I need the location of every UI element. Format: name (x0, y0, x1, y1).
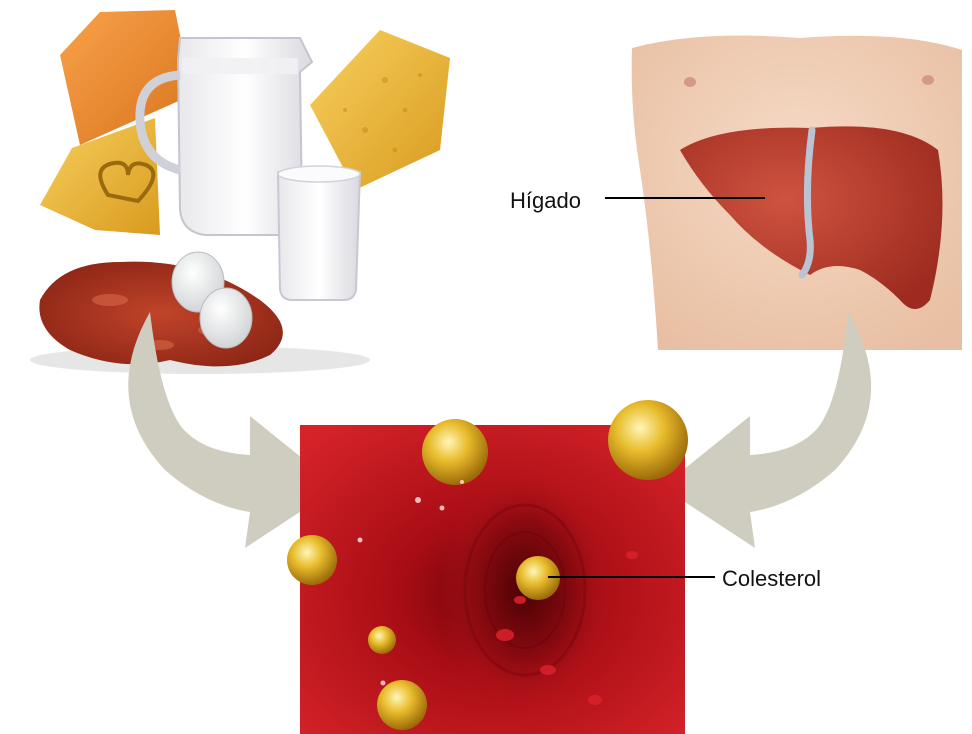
nipple-left (684, 77, 696, 87)
nipple-right (922, 75, 934, 85)
food-illustration (30, 10, 450, 374)
torso-illustration (632, 36, 962, 350)
cholesterol-globule (608, 400, 688, 480)
cholesterol-globule (287, 535, 337, 585)
cholesterol-globule (422, 419, 488, 485)
cholesterol-globule (377, 680, 427, 730)
cholesterol-label: Colesterol (722, 568, 821, 590)
milk-glass (278, 172, 360, 300)
blood-vessel-panel (287, 400, 688, 734)
liver-label: Hígado (510, 190, 581, 212)
cholesterol-globule (368, 626, 396, 654)
egg (200, 288, 252, 348)
